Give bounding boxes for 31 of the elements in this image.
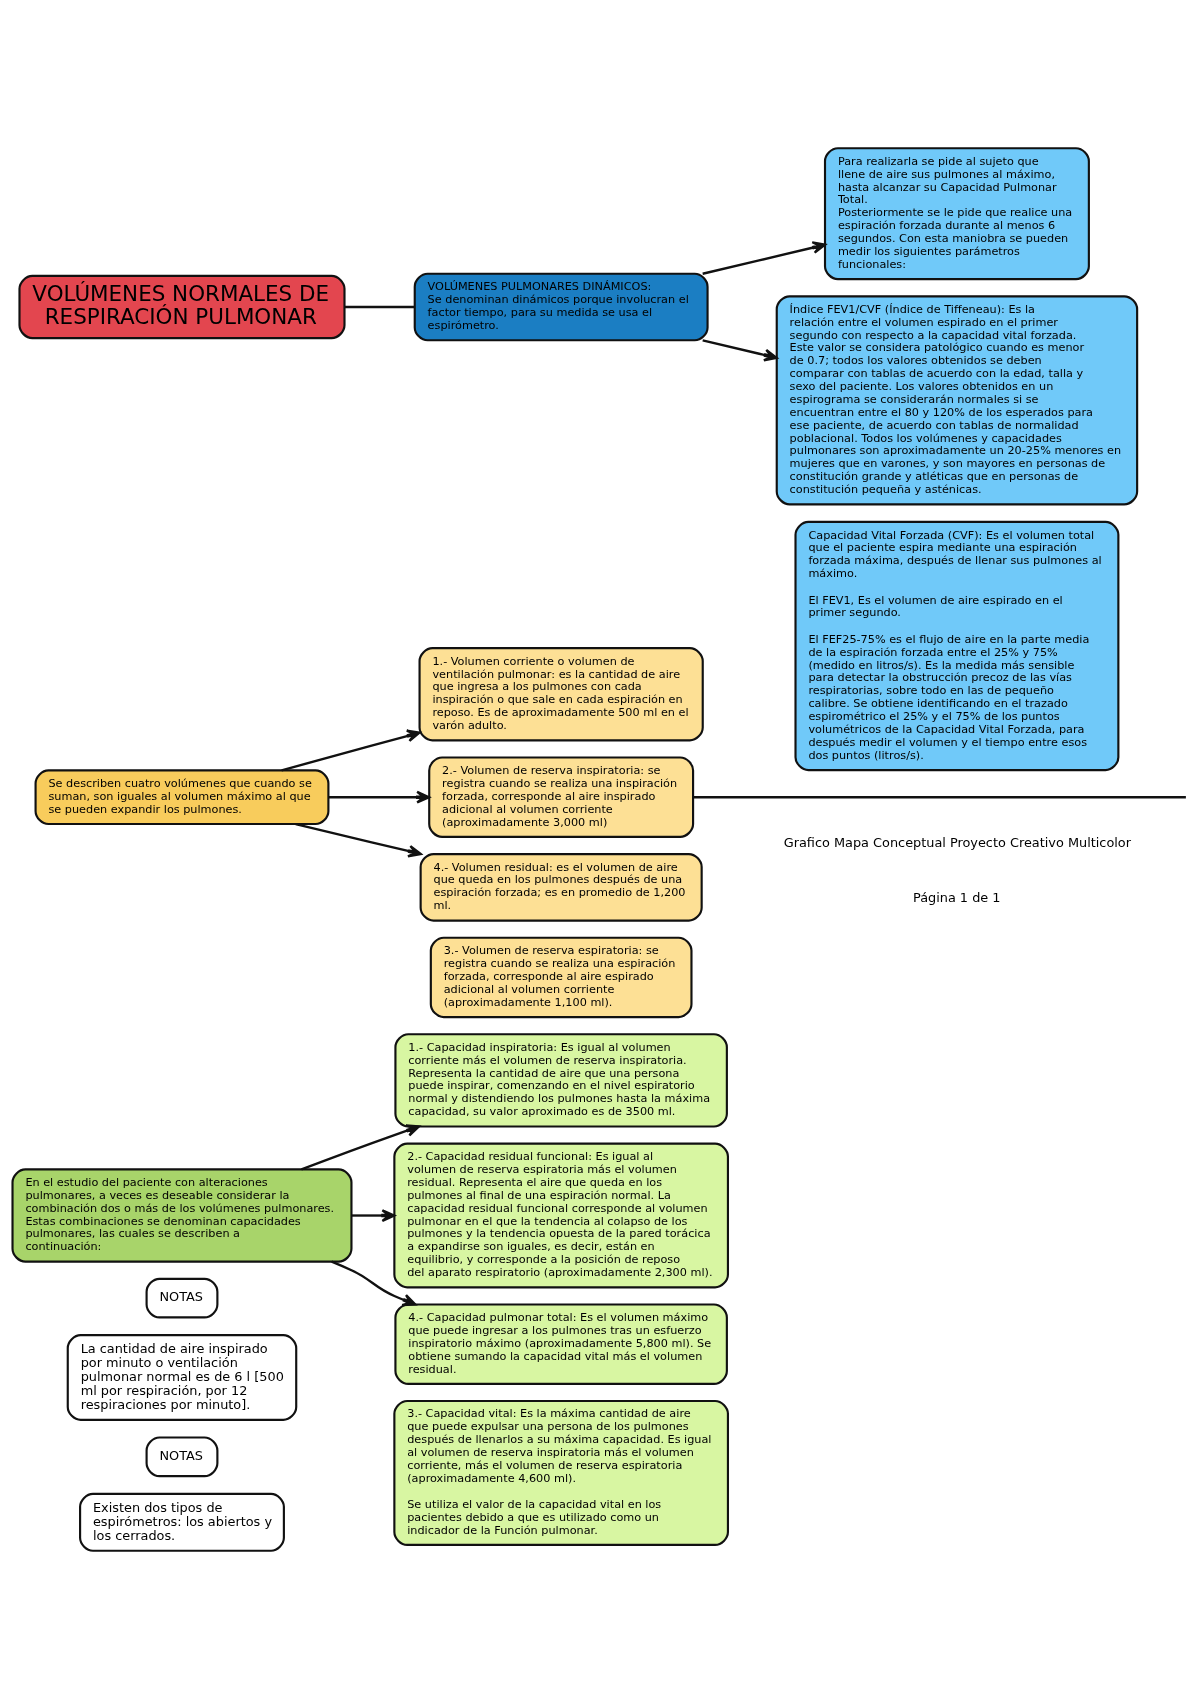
node-box: 2.- Capacidad residual funcional: Es igual al volumen de reserva espiratoria más el volumen residual. Representa el aire que queda en los pulmones al final de una espiración normal. La capacidad residual funcional corresponde al volumen pulmonar en el que la tendencia al colapso de los pulmones y la tendencia opuesta de la pared torácica a expandirse son iguales, es decir, están en equilibrio, y corresponde a la posición de reposo del aparato respiratorio (aproximadamente 2,300 ml). bbox=[393, 1142, 729, 1288]
arrow bbox=[331, 1260, 417, 1306]
arrow bbox=[351, 1208, 396, 1222]
node-box: La cantidad de aire inspirado por minuto o ventilación pulmonar normal es de 6 l [500 ml por respiración, por 12 respiraciones por minuto]. bbox=[66, 1333, 298, 1421]
arrow bbox=[295, 822, 422, 858]
arrow bbox=[702, 338, 778, 361]
node-box: 1.- Capacidad inspiratoria: Es igual al volumen corriente más el volumen de reserva inspiratoria. Representa la cantidad de aire que una persona puede inspirar, comenzando en el nivel espiratorio normal y distendiendo los pulmones hasta la máxima capacidad, su valor aproximado es de 3500 ml. bbox=[394, 1032, 728, 1128]
node-box: 4.- Capacidad pulmonar total: Es el volumen máximo que puede ingresar a los pulmones tras un esfuerzo inspiratorio máximo (aproximadamente 5,800 ml). Se obtiene sumando la capacidad vital más el volumen residual. bbox=[394, 1302, 728, 1385]
node-box: 4.- Volumen residual: es el volumen de aire que queda en los pulmones después de una espiración forzada; es en promedio de 1,200 ml. bbox=[419, 852, 703, 922]
node-box: VOLÚMENES NORMALES DE RESPIRACIÓN PULMONAR bbox=[18, 274, 346, 339]
node-box: Para realizarla se pide al sujeto que llene de aire sus pulmones al máximo, hasta alcanzar su Capacidad Pulmonar Total. Posteriormente se le pide que realice una espiración forzada durante al menos 6 segundos. Con esta maniobra se pueden medir los siguientes parámetros funcionales: bbox=[823, 146, 1090, 280]
node-box: 2.- Volumen de reserva inspiratoria: se registra cuando se realiza una inspiración forzada, corresponde al aire inspirado adicional al volumen corriente (aproximadamente 3,000 ml) bbox=[428, 755, 695, 838]
node-box: En el estudio del paciente con alteraciones pulmonares, a veces es deseable considerar la combinación dos o más de los volúmenes pulmonares. Estas combinaciones se denominan capacidades pulmonares, las cuales se describen a continuación: bbox=[11, 1167, 353, 1263]
node-box: NOTAS bbox=[145, 1435, 219, 1477]
connector bbox=[344, 305, 415, 308]
node-box: Existen dos tipos de espirómetros: los abiertos y los cerrados. bbox=[79, 1492, 285, 1552]
node-box: Se describen cuatro volúmenes que cuando se suman, son iguales al volumen máximo al que se pueden expandir los pulmones. bbox=[34, 768, 330, 825]
label: Grafico Mapa Conceptual Proyecto Creativo Multicolor bbox=[783, 834, 1131, 850]
node-box: VOLÚMENES PULMONARES DINÁMICOS: Se denominan dinámicos porque involucran el factor tiempo, para su medida se usa el espirómetro. bbox=[413, 272, 709, 341]
node-box: NOTAS bbox=[145, 1277, 219, 1318]
arrow bbox=[281, 728, 421, 771]
node-box: Índice FEV1/CVF (Índice de Tiffeneau): Es la relación entre el volumen espirado en el primer segundo con respecto a la capacidad vital forzada. Este valor se considera patológico cuando es menor de 0.7; todos los valores obtenidos se deben comparar con tablas de acuerdo con la edad, talla y sexo del paciente. Los valores obtenidos en un espirograma se considerarán normales si se encuentran entre el 80 y 120% de los esperados para ese paciente, de acuerdo con tablas de normalidad poblacional. Todos los volúmenes y capacidades pulmonares son aproximadamente un 20-25% menores en mujeres que en varones, y son mayores en personas de constitución grande y atléticas que en personas de constitución pequeña y asténicas. bbox=[775, 294, 1139, 505]
node-box: 3.- Capacidad vital: Es la máxima cantidad de aire que puede expulsar una persona de los pulmones después de llenarlos a su máxima capacidad. Es igual al volumen de reserva inspiratoria más el volumen corriente, más el volumen de reserva espiratoria (aproximadamente 4,600 ml). Se utiliza el valor de la capacidad vital en los pacientes debido a que es utilizado como un indicador de la Función pulmonar. bbox=[393, 1399, 729, 1546]
node-box: Capacidad Vital Forzada (CVF): Es el volumen total que el paciente espira mediante una espiración forzada máxima, después de llenar sus pulmones al máximo. El FEV1, Es el volumen de aire espirado en el primer segundo. El FEF25-75% es el flujo de aire en la parte media de la espiración forzada entre el 25% y 75% (medido en litros/s). Es la medida más sensible para detectar la obstrucción precoz de las vías respiratorias, sobre todo en las de pequeño calibre. Se obtiene identificando en el trazado espirométrico el 25% y el 75% de los puntos volumétricos de la Capacidad Vital Forzada, para después medir el volumen y el tiempo entre esos dos puntos (litros/s). bbox=[794, 520, 1120, 771]
label: Página 1 de 1 bbox=[912, 889, 1001, 905]
arrow bbox=[702, 240, 827, 275]
connector bbox=[693, 795, 1186, 798]
arrow bbox=[328, 790, 431, 804]
node-box: 1.- Volumen corriente o volumen de ventilación pulmonar: es la cantidad de aire que ingresa a los pulmones con cada inspiración o que sale en cada espiración en reposo. Es de aproximadamente 500 ml en el varón adulto. bbox=[418, 646, 704, 741]
arrow bbox=[301, 1123, 421, 1170]
node-box: 3.- Volumen de reserva espiratoria: se registra cuando se realiza una espiración forzada, corresponde al aire espirado adicional al volumen corriente (aproximadamente 1,100 ml). bbox=[429, 936, 693, 1018]
